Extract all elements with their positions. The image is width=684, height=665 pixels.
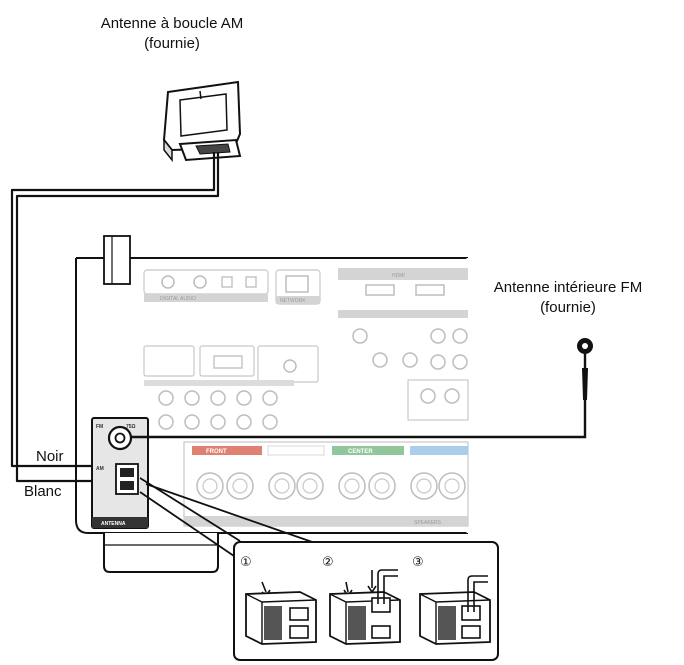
am-loop-antenna-label: Antenne à boucle AM (fournie) <box>72 14 272 54</box>
step-2-number: ② <box>322 555 334 570</box>
callout-lines <box>139 477 319 557</box>
receiver-rear-panel <box>75 235 470 573</box>
black-wire-label: Noir <box>36 448 64 465</box>
am-antenna-cable <box>10 152 220 483</box>
step-3-terminal <box>419 575 491 645</box>
digital-audio-section: DIGITAL AUDIO <box>143 269 269 302</box>
fm-antenna-icon <box>577 338 593 400</box>
am-antenna-supplied: (fournie) <box>144 35 200 52</box>
am-loop-antenna-icon <box>162 80 242 163</box>
digital-audio-text: DIGITAL AUDIO <box>160 296 196 302</box>
analog-inputs-section <box>143 345 319 430</box>
speakers-text: SPEAKERS <box>414 520 442 526</box>
hdmi-text: HDMI <box>392 273 405 279</box>
am-antenna-title: Antenne à boucle AM <box>100 15 244 32</box>
speaker-center-text: CENTER <box>348 449 373 455</box>
network-section: NETWORK <box>275 269 321 305</box>
speakers-section: FRONT CENTER SPEAKERS <box>183 441 469 527</box>
fm-port-text: FM <box>96 424 103 430</box>
am-push-terminal <box>115 463 139 495</box>
speaker-front-text: FRONT <box>206 449 227 455</box>
antenna-section-text: ANTENNA <box>101 521 126 527</box>
fm-antenna-title: Antenne intérieure FM <box>493 279 643 296</box>
step-3-number: ③ <box>412 555 424 570</box>
fm-antenna-cable <box>130 400 587 439</box>
step-1-terminal <box>245 581 317 645</box>
step-1-number: ① <box>240 555 252 570</box>
fm-antenna-supplied: (fournie) <box>540 299 596 316</box>
hdmi-section: HDMI <box>338 268 469 421</box>
white-wire-label: Blanc <box>24 483 62 500</box>
am-port-text: AM <box>96 466 104 472</box>
network-text: NETWORK <box>280 298 306 304</box>
impedance-text: 75Ω <box>126 424 136 430</box>
antenna-terminal-block: FM 75Ω AM ANTENNA <box>91 417 149 529</box>
fm-indoor-antenna-label: Antenne intérieure FM (fournie) <box>478 278 658 318</box>
step-2-terminal <box>329 569 401 645</box>
am-connection-steps-box: ① ② ③ <box>233 541 499 661</box>
